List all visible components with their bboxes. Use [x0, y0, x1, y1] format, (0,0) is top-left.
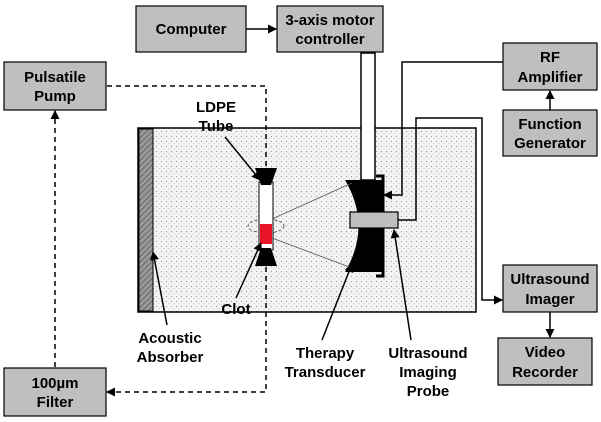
- clot: [260, 224, 272, 244]
- therapy-label-2: Transducer: [285, 364, 366, 381]
- pointer-ldpe: [224, 136, 261, 181]
- rf-amplifier-box: RF Amplifier: [502, 42, 598, 91]
- filter-label-2: Filter: [37, 394, 74, 411]
- pointer-therapy: [321, 263, 354, 341]
- absorber-label-2: Absorber: [137, 349, 204, 366]
- clot-label: Clot: [221, 301, 250, 318]
- motor-controller-label-1: 3-axis motor: [285, 12, 374, 29]
- ultrasound-imager-label-2: Imager: [525, 291, 574, 308]
- function-generator-label-2: Generator: [514, 135, 586, 152]
- function-generator-label-1: Function: [518, 116, 581, 133]
- filter-box: 100µm Filter: [3, 367, 107, 417]
- beam-line-top: [271, 182, 353, 220]
- ultrasound-imaging-probe: [349, 211, 399, 229]
- therapy-label-1: Therapy: [296, 345, 355, 362]
- ldpe-label-2: Tube: [199, 118, 234, 135]
- rf-amplifier-label-1: RF: [540, 49, 560, 66]
- ultrasound-imager-box: Ultrasound Imager: [502, 264, 598, 313]
- pointer-clot: [235, 242, 262, 299]
- tube-holder-bottom: [255, 248, 277, 266]
- rf-amplifier-label-2: Amplifier: [517, 69, 582, 86]
- video-recorder-label-1: Video: [525, 344, 566, 361]
- pulsatile-pump-label-2: Pump: [34, 88, 76, 105]
- pointer-absorber: [150, 251, 168, 326]
- pulsatile-pump-box: Pulsatile Pump: [3, 61, 107, 111]
- filter-label-1: 100µm: [31, 375, 78, 392]
- ultrasound-imager-label-1: Ultrasound: [510, 271, 589, 288]
- video-recorder-box: Video Recorder: [497, 337, 593, 386]
- arrow-probe-to-imager: [398, 117, 503, 305]
- beam-line-bottom: [271, 237, 353, 269]
- probe-label-2: Imaging: [399, 364, 457, 381]
- arrow-amplifier-to-transducer: [383, 61, 503, 200]
- function-generator-box: Function Generator: [502, 109, 598, 157]
- video-recorder-label-2: Recorder: [512, 364, 578, 381]
- probe-label-3: Probe: [407, 383, 450, 400]
- motor-controller-box: 3-axis motor controller: [276, 5, 384, 53]
- acoustic-absorber: [138, 128, 154, 312]
- ldpe-label-1: LDPE: [196, 99, 236, 116]
- water-tank: [137, 127, 477, 313]
- pulsatile-pump-label-1: Pulsatile: [24, 69, 86, 86]
- pointer-probe: [390, 229, 412, 341]
- computer-label: Computer: [156, 21, 227, 38]
- absorber-label-1: Acoustic: [138, 330, 201, 347]
- probe-label-1: Ultrasound: [388, 345, 467, 362]
- motor-controller-label-2: controller: [295, 31, 364, 48]
- computer-box: Computer: [135, 5, 247, 53]
- motor-shaft: [360, 52, 376, 181]
